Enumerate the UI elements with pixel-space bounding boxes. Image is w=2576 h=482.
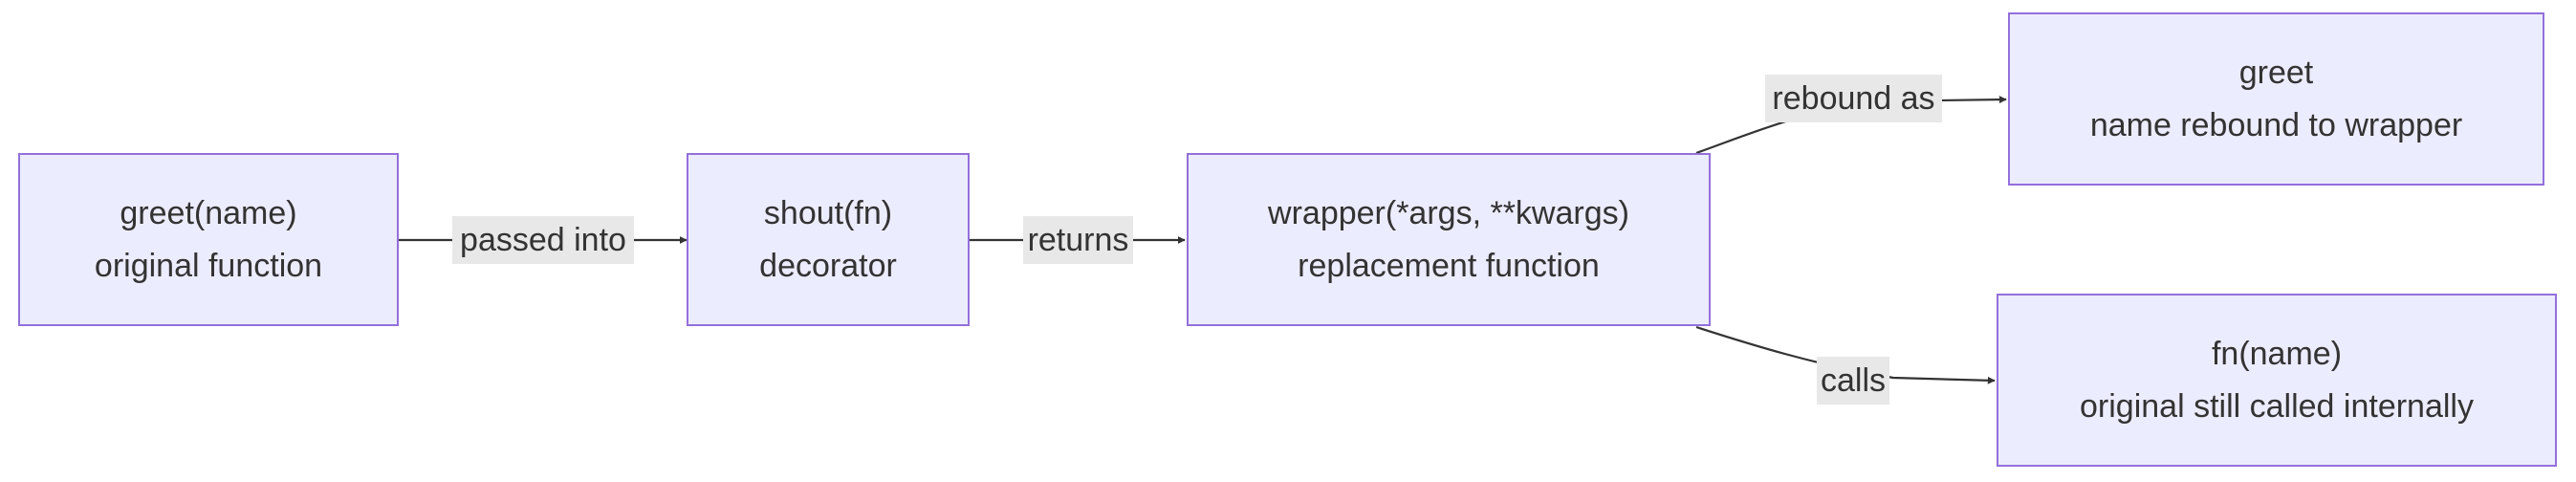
- edge-label-passed-into: passed into: [452, 216, 634, 264]
- node-shout-subtitle: decorator: [759, 247, 897, 284]
- edge-label-rebound-as: rebound as: [1765, 75, 1942, 122]
- node-greet-rebound-title: greet: [2238, 54, 2314, 91]
- node-greet-original-subtitle: original function: [94, 247, 323, 284]
- node-fn-internal-subtitle: original still called internally: [2080, 387, 2474, 425]
- node-wrapper: wrapper(*args, **kwargs) replacement fun…: [1187, 153, 1711, 326]
- edge-label-calls: calls: [1817, 357, 1889, 405]
- node-greet-original-title: greet(name): [120, 194, 297, 231]
- node-shout: shout(fn) decorator: [687, 153, 970, 326]
- node-greet-rebound: greet name rebound to wrapper: [2008, 12, 2544, 186]
- node-wrapper-title: wrapper(*args, **kwargs): [1268, 194, 1629, 231]
- node-wrapper-subtitle: replacement function: [1298, 247, 1600, 284]
- node-greet-original: greet(name) original function: [18, 153, 399, 326]
- node-shout-title: shout(fn): [763, 194, 893, 231]
- node-greet-rebound-subtitle: name rebound to wrapper: [2089, 106, 2463, 143]
- edge-label-returns: returns: [1023, 216, 1133, 264]
- node-fn-internal: fn(name) original still called internall…: [1997, 294, 2557, 467]
- node-fn-internal-title: fn(name): [2211, 335, 2343, 372]
